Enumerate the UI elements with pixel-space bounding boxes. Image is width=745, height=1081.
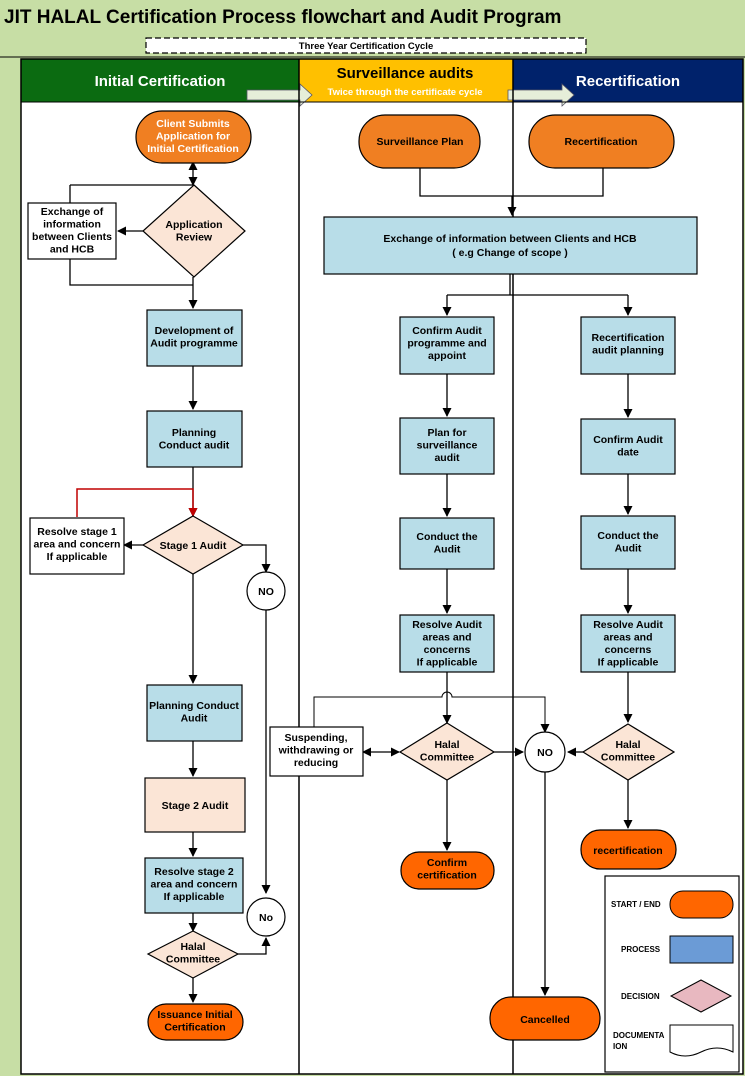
connectors: [69, 161, 633, 1003]
lanes-border: [20, 58, 744, 1075]
svg-text:START / END: START / END: [611, 900, 661, 909]
lane-initial-label: Initial Certification: [95, 73, 226, 90]
svg-text:Recertification: Recertification: [565, 136, 638, 148]
svg-text:Stage 2 Audit: Stage 2 Audit: [162, 800, 229, 812]
node-exchange-center: Exchange of information between Clients …: [323, 216, 698, 275]
node-stage1-audit: Stage 1 Audit: [141, 515, 245, 575]
node-cancelled: Cancelled: [489, 996, 601, 1041]
red-loop-connector: [76, 488, 198, 517]
legend-decision-swatch: [669, 979, 733, 1013]
lane-surveillance-sublabel: Twice through the certificate cycle: [327, 87, 482, 98]
legend-start-end-swatch: [669, 890, 734, 919]
node-surveillance-plan: Surveillance Plan: [358, 114, 481, 169]
node-no-right: NO: [524, 731, 566, 773]
node-no-upper: NO: [246, 571, 286, 611]
cycle-box: [145, 37, 587, 54]
legend-process-swatch: [669, 935, 734, 964]
node-recertification-end: recertification: [580, 829, 677, 870]
legend-documentation-swatch: [669, 1024, 734, 1057]
page-title: JIT HALAL Certification Process flowchar…: [4, 7, 561, 28]
lane-transition-arrow-2: [507, 83, 575, 107]
svg-text:Cancelled: Cancelled: [520, 1014, 570, 1026]
cycle-label: Three Year Certification Cycle: [299, 41, 433, 52]
node-recertification-start: Recertification: [528, 114, 675, 169]
svg-text:DECISION: DECISION: [621, 992, 660, 1001]
svg-text:No: No: [259, 912, 273, 924]
svg-text:Stage 1 Audit: Stage 1 Audit: [160, 540, 227, 552]
svg-text:NO: NO: [537, 747, 553, 759]
svg-text:Exchange of information betwee: Exchange of information between Clients …: [383, 233, 637, 259]
lane-transition-arrow-1: [246, 83, 313, 107]
lane-surveillance-label: Surveillance audits: [337, 65, 474, 82]
svg-text:NO: NO: [258, 586, 274, 598]
lane-surveillance-header: [299, 59, 513, 102]
lane-recert-label: Recertification: [576, 73, 680, 90]
svg-text:PROCESS: PROCESS: [621, 945, 661, 954]
svg-text:Surveillance Plan: Surveillance Plan: [377, 136, 464, 148]
node-no-lower: No: [246, 897, 286, 937]
node-stage2-audit: Stage 2 Audit: [144, 777, 246, 833]
svg-text:recertification: recertification: [593, 845, 662, 857]
